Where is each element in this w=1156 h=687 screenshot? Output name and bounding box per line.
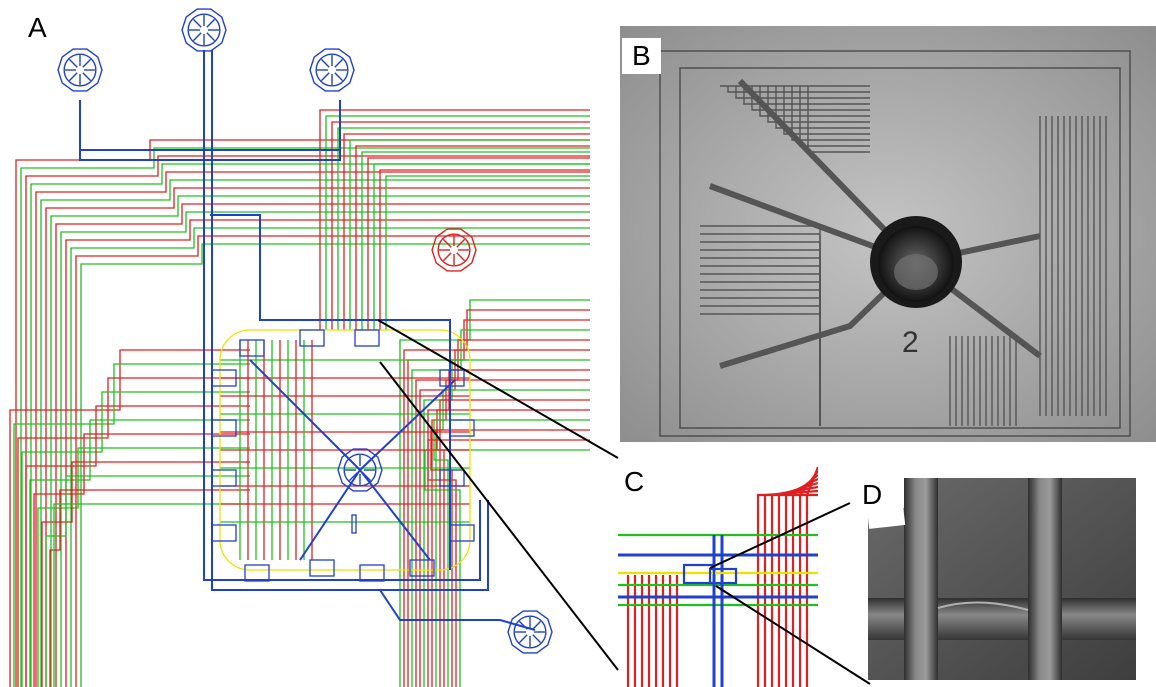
valve: [682, 563, 716, 585]
control-channel: [367, 157, 590, 330]
micro-channel: [783, 86, 870, 135]
control-channel: [45, 187, 590, 687]
control-channel: [439, 399, 590, 687]
control-channel: [70, 227, 590, 687]
control-channel: [17, 377, 250, 687]
control-channel: [784, 478, 818, 687]
control-channel: [319, 109, 590, 330]
control-channel: [756, 493, 818, 687]
control-channel: [355, 145, 590, 330]
chip-mark-outline: [351, 514, 357, 534]
micro-channel: [767, 86, 870, 123]
micro-channel: [735, 86, 870, 99]
flow-channel: [299, 469, 361, 561]
valve: [211, 419, 237, 437]
valve: [708, 567, 738, 585]
outlet-port: [507, 610, 553, 654]
control-channel: [343, 133, 590, 330]
flow-channel: [379, 589, 536, 631]
valve: [239, 339, 265, 357]
control-channel: [9, 349, 250, 687]
control-port: [431, 228, 477, 272]
close-up-drawing: [868, 478, 1136, 680]
control-channel: [30, 163, 590, 687]
micro-channel: [759, 86, 870, 117]
control-channel: [75, 235, 590, 687]
control-channel: [25, 155, 590, 687]
control-channel: [13, 363, 250, 687]
chip-outline: [679, 67, 1121, 429]
inlet-port: [181, 8, 227, 52]
flow-channel: [203, 50, 481, 581]
control-channel: [411, 329, 590, 687]
control-channel: [49, 489, 250, 687]
control-channel: [80, 243, 590, 687]
valve: [211, 369, 237, 387]
control-channel: [41, 461, 250, 687]
valve: [359, 564, 385, 582]
control-channel: [33, 433, 250, 687]
micro-channel: [727, 86, 870, 93]
micro-channel: [775, 86, 870, 129]
micro-channel: [700, 313, 821, 426]
panel-d-close-up: [868, 478, 1136, 680]
valve: [309, 559, 335, 577]
valve: [354, 329, 380, 347]
chip-outline: [659, 50, 1131, 437]
control-channel: [25, 405, 250, 687]
micro-channel: [743, 86, 870, 105]
micro-channel: [791, 86, 870, 141]
panel-b-micrograph: 2: [620, 26, 1156, 442]
panel-label-d: D: [856, 479, 889, 511]
flow-channel: [249, 359, 361, 471]
flow-channel: [79, 100, 341, 161]
valve: [299, 329, 325, 347]
control-channel: [29, 419, 250, 687]
control-channel: [361, 151, 590, 330]
valve: [211, 469, 237, 487]
control-channel: [433, 419, 590, 687]
panel-label-a: A: [22, 12, 53, 44]
flow-channel: [79, 100, 341, 151]
control-channel: [50, 195, 590, 687]
control-channel: [325, 115, 590, 330]
control-channel: [331, 121, 590, 330]
inlet-port: [309, 48, 355, 92]
control-channel: [20, 147, 590, 687]
control-channel: [791, 474, 818, 687]
control-channel: [379, 169, 590, 330]
center-chamber: [337, 448, 383, 492]
control-channel: [21, 391, 250, 687]
inlet-port: [57, 48, 103, 92]
control-channel: [65, 219, 590, 687]
control-channel: [385, 175, 590, 330]
control-channel: [53, 503, 250, 687]
control-channel: [805, 466, 818, 687]
panel-label-c: C: [618, 466, 651, 498]
control-channel: [35, 171, 590, 687]
control-channel: [55, 203, 590, 687]
control-channel: [349, 139, 590, 330]
central-port: [870, 216, 962, 308]
control-channel: [40, 179, 590, 687]
layout-drawing: [9, 8, 590, 687]
panel-a-layout: [9, 8, 590, 687]
control-channel: [337, 127, 590, 330]
micrograph-drawing: 2: [620, 26, 1156, 442]
chip-mark: 2: [902, 326, 919, 359]
control-channel: [60, 211, 590, 687]
valve: [409, 559, 435, 577]
valve: [211, 524, 237, 542]
control-channel: [37, 447, 250, 687]
panel-label-b: B: [622, 38, 661, 74]
control-channel: [45, 475, 250, 687]
control-channel: [435, 389, 590, 687]
control-channel: [373, 163, 590, 330]
control-channel: [798, 470, 818, 687]
valve: [244, 564, 270, 582]
